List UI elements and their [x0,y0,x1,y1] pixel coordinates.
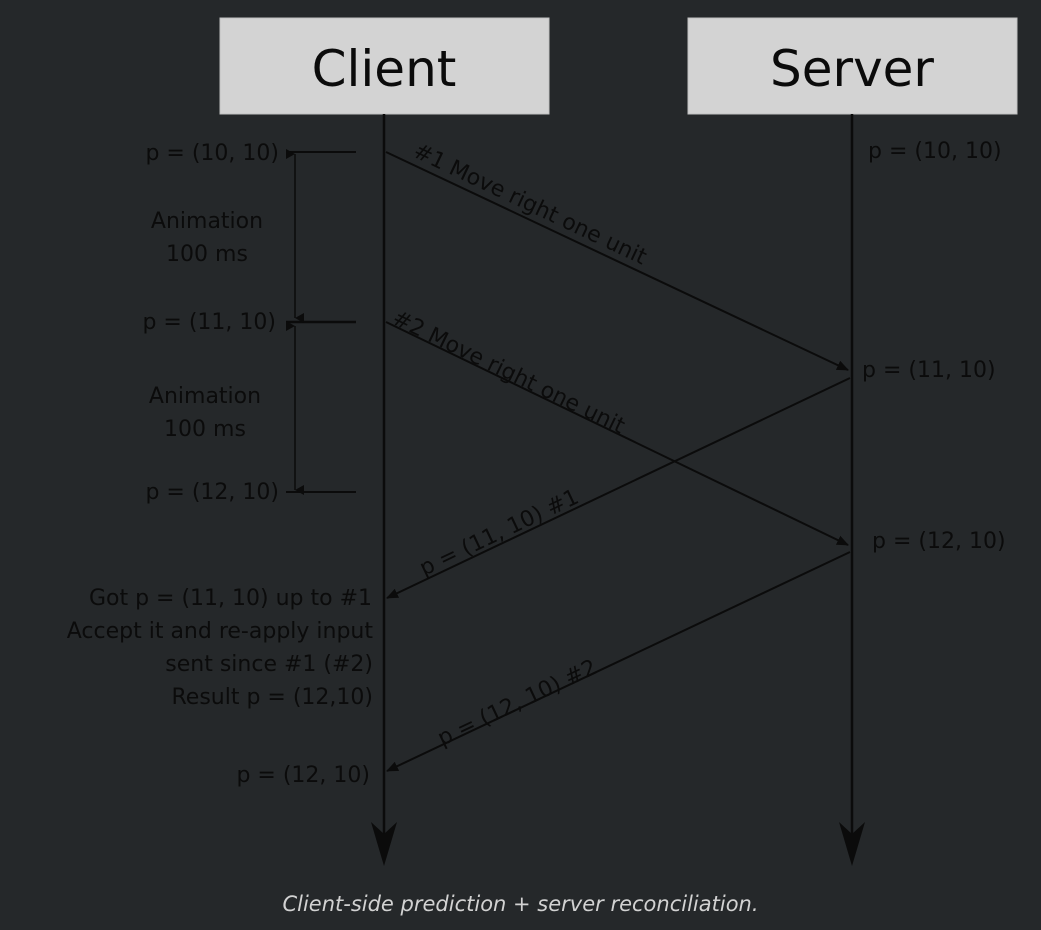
client-state-3: p = (12, 10) [145,480,279,505]
reconcile-note-line-1: Got p = (11, 10) up to #1 [89,586,372,611]
client-header-box [219,17,550,115]
reconcile-note-line-4: Result p = (12,10) [171,685,373,710]
server-state-3: p = (12, 10) [872,529,1006,554]
client-state-1: p = (10, 10) [145,141,279,166]
reply-label-2: p = (12, 10) #2 [434,655,601,752]
server-header-box [687,17,1018,115]
server-lifeline-arrowhead [839,822,865,866]
client-header-label: Client [312,40,457,98]
reconcile-note-line-2: Accept it and re-apply input [67,619,374,644]
server-state-1: p = (10, 10) [868,139,1002,164]
client-lifeline-arrowhead [371,822,397,866]
message-label-1: #1 Move right one unit [409,139,650,271]
client-state-final: p = (12, 10) [236,763,370,788]
animation-note-2-line1: Animation [149,384,261,409]
server-state-2: p = (11, 10) [862,358,996,383]
message-arrow-2 [385,321,849,546]
client-state-2: p = (11, 10) [142,310,276,335]
reply-label-1: p = (11, 10) #1 [416,485,583,582]
reply-arrow-1 [386,377,851,599]
message-arrow-1 [385,151,849,371]
animation-note-2-line2: 100 ms [164,417,246,442]
animation-note-1-line2: 100 ms [166,242,248,267]
animation-note-1-line1: Animation [151,209,263,234]
reply-arrow-2 [386,551,851,772]
server-header-label: Server [770,40,934,98]
message-label-2: #2 Move right one unit [388,306,628,440]
figure-caption: Client-side prediction + server reconcil… [282,892,759,916]
reconcile-note-line-3: sent since #1 (#2) [165,652,373,677]
sequence-diagram: Client Server p = (10, 10) p = (11, 10) … [67,17,1018,866]
